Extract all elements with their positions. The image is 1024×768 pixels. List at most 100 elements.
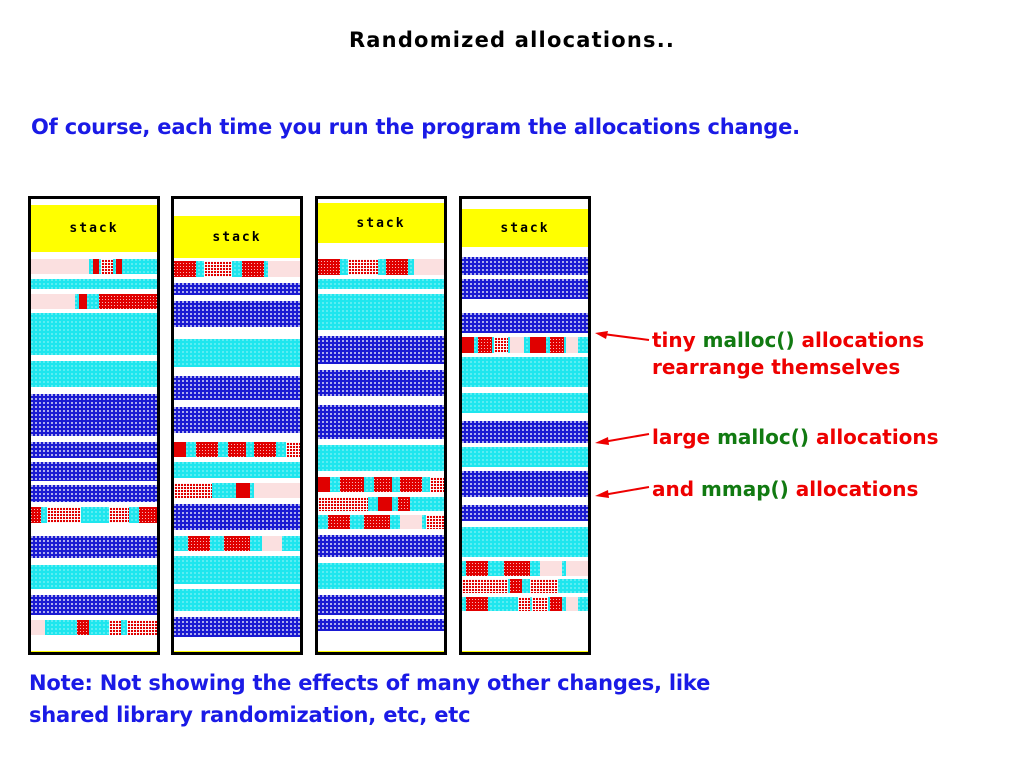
tiny-malloc-chunk [494,337,508,353]
tiny-malloc-chunk [400,515,422,529]
memory-column-run-3: stackprogram [315,196,447,655]
stack-label: stack [356,215,406,231]
mmap-allocation-band [462,313,588,333]
tiny-malloc-chunk [386,259,408,275]
large-malloc-band [174,556,300,584]
program-region: program [174,651,300,652]
annotation-large-malloc: large malloc() allocations [652,424,939,451]
mmap-allocation-band [462,279,588,299]
large-malloc-band [31,279,157,289]
tiny-malloc-chunk [254,483,300,498]
large-malloc-band [318,563,444,589]
arrow-mmap [595,485,650,499]
tiny-malloc-chunk-row [31,620,157,635]
large-malloc-band [31,313,157,355]
tiny-malloc-chunk [530,337,546,353]
stack-region: stack [31,205,157,252]
annotation-mmap-post: allocations [788,477,919,501]
mmap-allocation-band [462,505,588,521]
tiny-malloc-chunk [139,507,157,523]
tiny-malloc-chunk-row [31,507,157,523]
tiny-malloc-chunk-row [174,261,300,277]
tiny-malloc-chunk [79,294,87,309]
tiny-malloc-chunk-row [31,294,157,309]
tiny-malloc-chunk [462,579,508,593]
tiny-malloc-chunk-row [462,561,588,576]
tiny-malloc-chunk [174,483,212,498]
memory-column-run-4: stackprogram [459,196,591,655]
tiny-malloc-chunk [550,337,564,353]
tiny-malloc-chunk [430,477,444,492]
tiny-malloc-chunk [532,597,548,611]
arrow-large-malloc [595,432,650,446]
tiny-malloc-chunk [566,337,578,353]
mmap-allocation-band [174,407,300,433]
large-malloc-band [31,361,157,387]
stack-label: stack [212,229,262,245]
large-malloc-band [318,279,444,289]
mmap-allocation-band [174,283,300,295]
mmap-allocation-band [318,595,444,615]
tiny-malloc-chunk [318,477,330,492]
mmap-allocation-band [462,421,588,443]
tiny-malloc-chunk [109,620,121,635]
large-malloc-band [174,462,300,478]
tiny-malloc-chunk-row [462,597,588,611]
mmap-allocation-band [174,376,300,400]
tiny-malloc-chunk [31,259,89,274]
annotation-tiny-malloc-pre: tiny [652,328,703,352]
tiny-malloc-chunk [116,259,122,274]
annotation-large-malloc-fn: malloc() [717,425,809,449]
tiny-malloc-chunk [286,442,300,457]
note-line-2: shared library randomization, etc, etc [29,703,471,727]
memory-column-run-2: stack program [171,196,303,655]
mmap-allocation-band [462,471,588,497]
tiny-malloc-chunk [566,597,578,611]
large-malloc-band [318,294,444,330]
tiny-malloc-chunk [174,261,196,277]
tiny-malloc-chunk [93,259,99,274]
tiny-malloc-chunk [224,536,250,551]
mmap-allocation-band [174,504,300,530]
tiny-malloc-chunk [31,294,75,309]
annotation-tiny-malloc-fn: malloc() [702,328,795,352]
tiny-malloc-chunk-row [174,442,300,457]
tiny-malloc-chunk [254,442,276,457]
tiny-malloc-chunk-row [318,477,444,492]
tiny-malloc-chunk [262,536,282,551]
large-malloc-band [174,589,300,611]
stack-region: stack [318,203,444,243]
page-title: Randomized allocations.. [348,28,676,52]
tiny-malloc-chunk [374,477,392,492]
annotation-tiny-malloc: tiny malloc() allocations rearrange them… [652,327,924,381]
annotation-tiny-malloc-line2: rearrange themselves [652,355,901,379]
tiny-malloc-chunk [378,497,392,511]
tiny-malloc-chunk [462,337,474,353]
annotation-large-malloc-pre: large [652,425,718,449]
mmap-allocation-band [31,462,157,481]
large-malloc-band [462,393,588,413]
tiny-malloc-chunk [77,620,89,635]
annotation-large-malloc-post: allocations [809,425,939,449]
tiny-malloc-chunk [101,259,113,274]
annotation-tiny-malloc-post: allocations [794,328,925,352]
mmap-allocation-band [174,301,300,327]
tiny-malloc-chunk [174,442,186,457]
tiny-malloc-chunk-row [462,579,588,593]
tiny-malloc-chunk-row [462,337,588,353]
tiny-malloc-chunk [588,337,591,353]
program-region: program [31,651,157,652]
large-malloc-band [174,339,300,367]
tiny-malloc-chunk [228,442,246,457]
tiny-malloc-chunk [188,536,210,551]
mmap-allocation-band [318,535,444,557]
tiny-malloc-chunk [348,259,378,275]
tiny-malloc-chunk [398,497,410,511]
memory-column-run-1: stack program [28,196,160,655]
tiny-malloc-chunk [530,579,558,593]
tiny-malloc-chunk-row [174,536,300,551]
arrow-tiny-malloc [595,330,650,344]
mmap-allocation-band [31,394,157,436]
annotation-mmap-fn: mmap() [701,477,789,501]
